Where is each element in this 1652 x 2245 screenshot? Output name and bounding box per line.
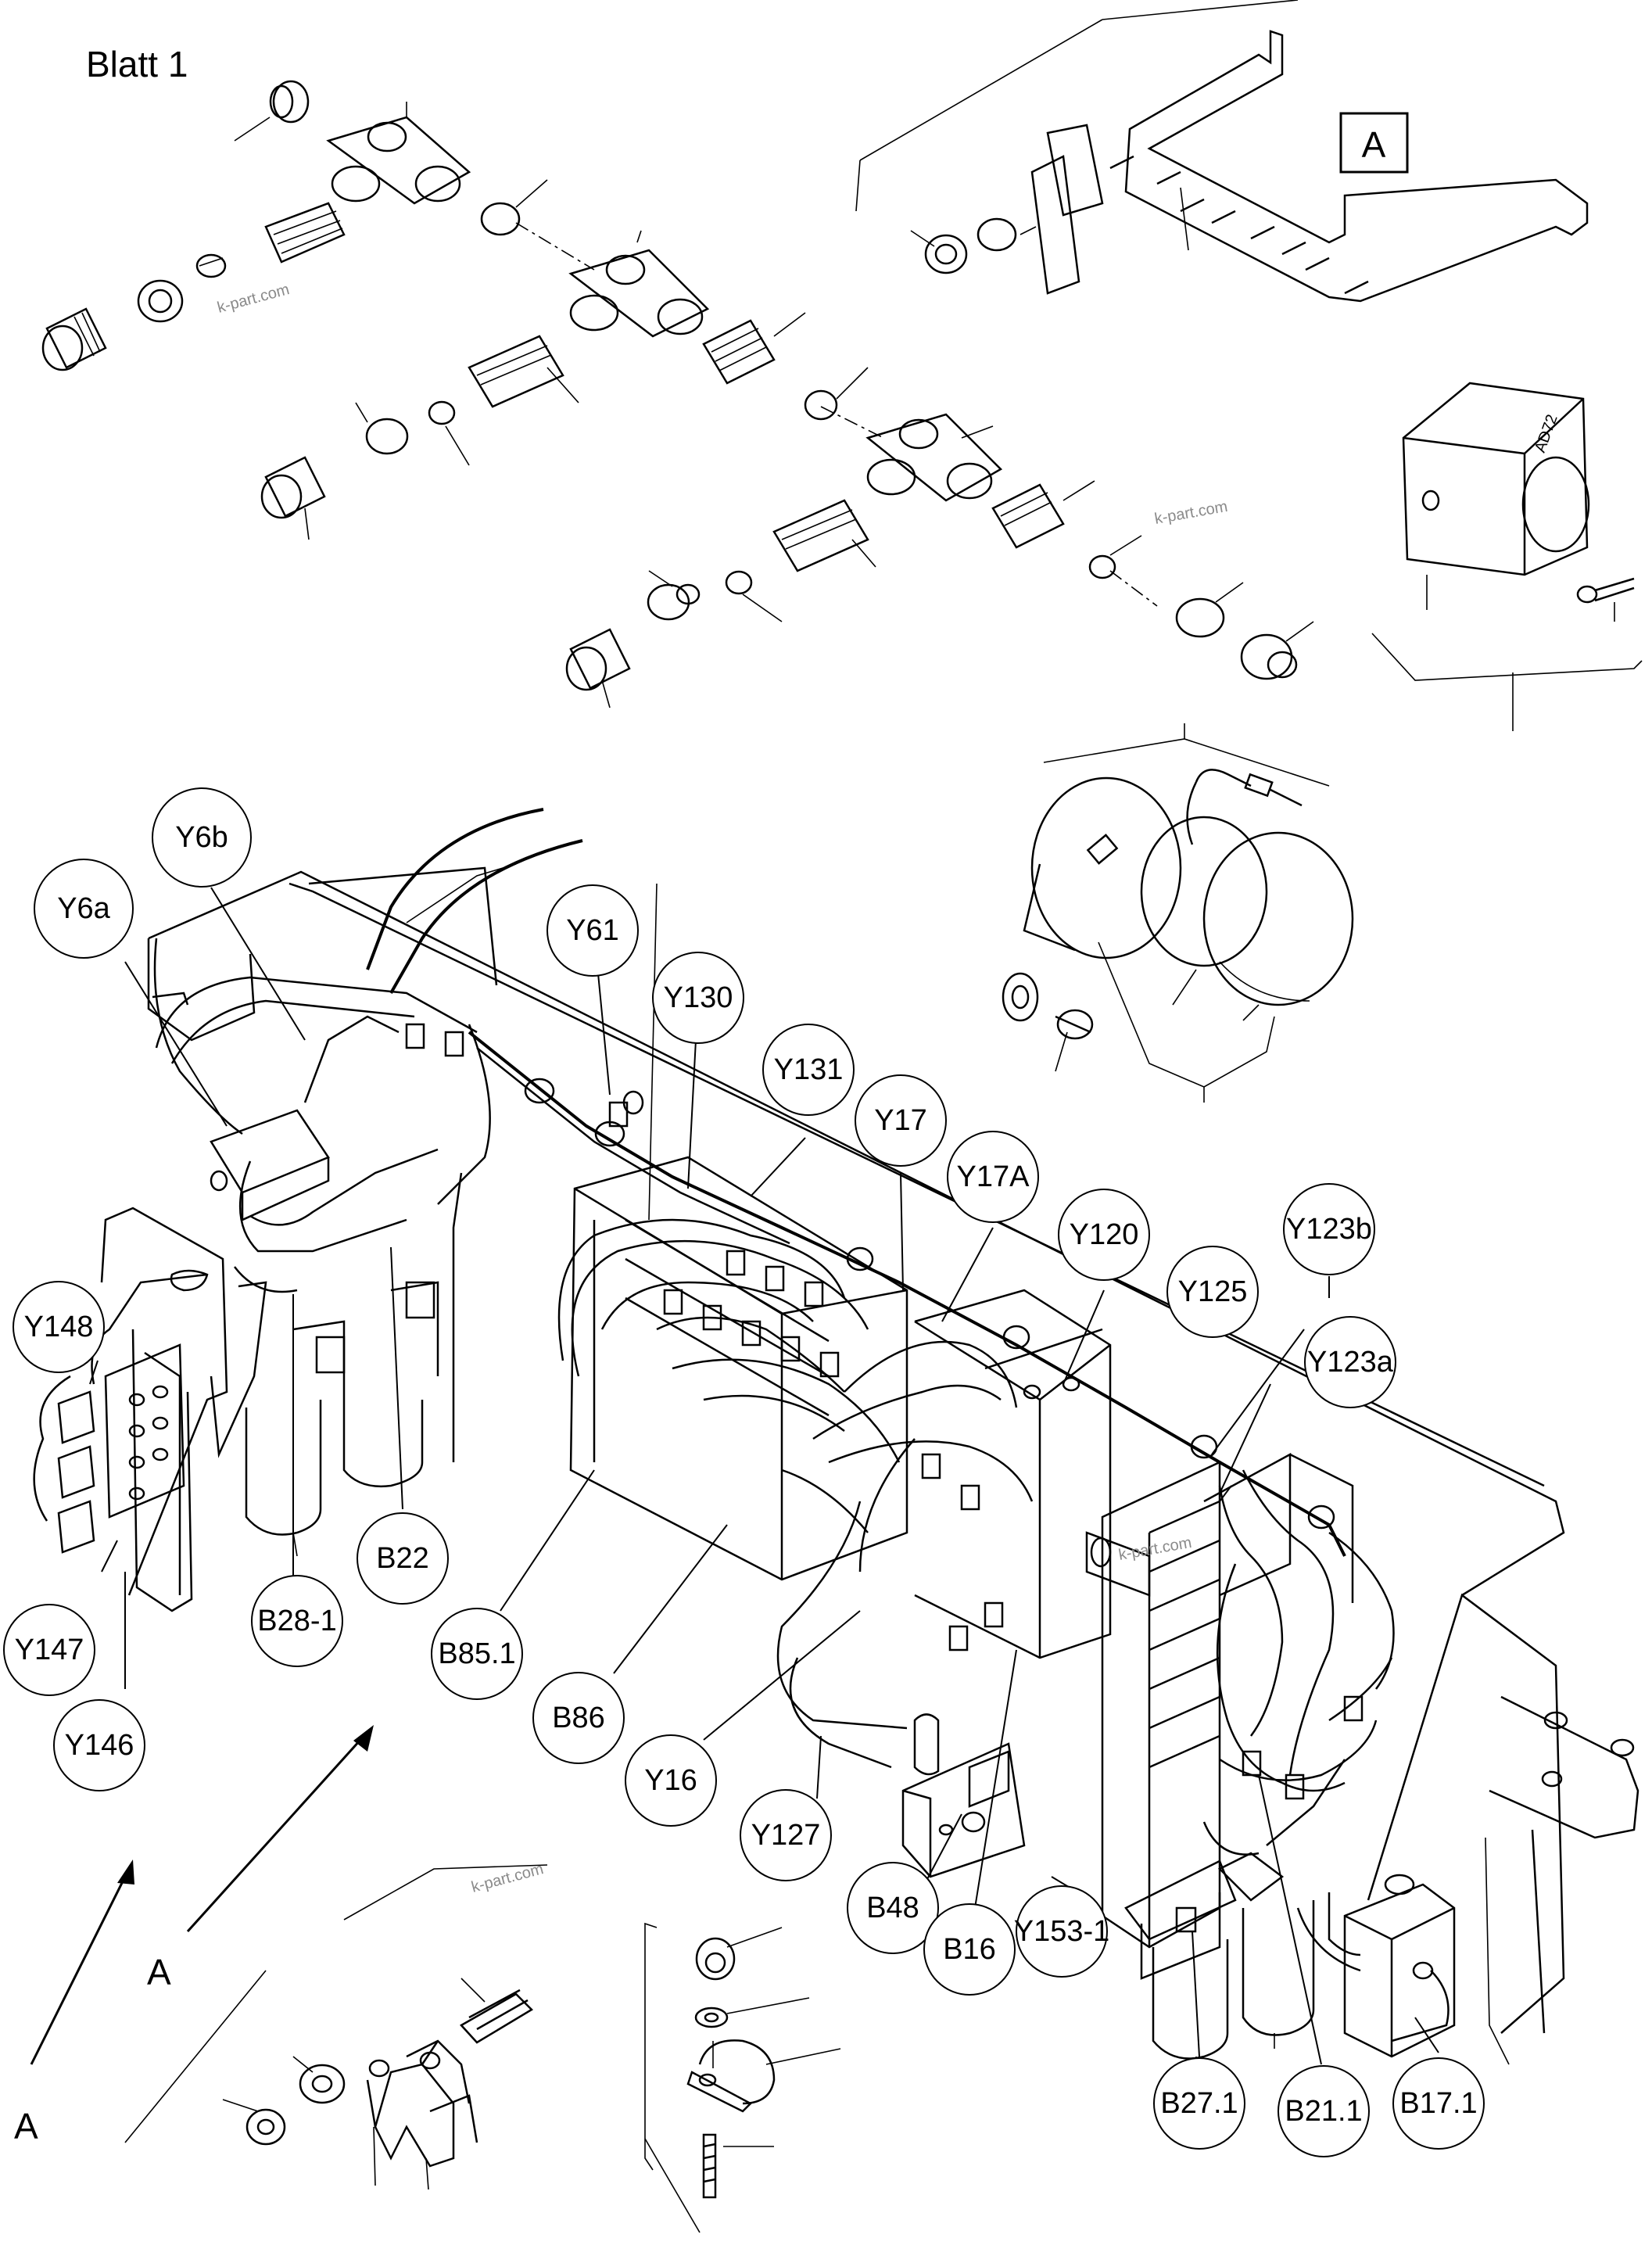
view-a-label: A [1362,124,1386,165]
svg-text:B21.1: B21.1 [1285,2095,1362,2128]
callout-y127[interactable]: Y127 [740,1789,832,1881]
svg-text:Y17: Y17 [874,1104,927,1137]
view-arrow-a-label-2: A [147,1952,171,1992]
view-arrow-a-label-1: A [14,2106,38,2146]
callout-y125[interactable]: Y125 [1166,1246,1259,1338]
callout-y120[interactable]: Y120 [1058,1189,1150,1281]
clip-detail [644,1922,841,2233]
callout-b86[interactable]: B86 [532,1672,625,1764]
svg-text:Y125: Y125 [1178,1275,1248,1308]
callout-y6a[interactable]: Y6a [34,859,134,959]
callout-y153-1[interactable]: Y153-1 [1014,1885,1110,1978]
svg-text:Y123b: Y123b [1286,1213,1372,1246]
callout-y17[interactable]: Y17 [855,1074,947,1167]
svg-text:Y127: Y127 [751,1819,821,1852]
svg-text:B27.1: B27.1 [1160,2087,1238,2120]
fittings-exploded-view [41,80,1314,708]
callout-b27-1[interactable]: B27.1 [1153,2057,1245,2150]
svg-text:Y147: Y147 [15,1634,84,1666]
round-gauge-view [1002,723,1354,1103]
callout-b21-1[interactable]: B21.1 [1278,2065,1370,2157]
callout-y123b[interactable]: Y123b [1283,1183,1375,1275]
svg-text:B86: B86 [552,1702,605,1734]
callout-b48[interactable]: B48 [847,1862,939,1954]
svg-text:B48: B48 [866,1892,919,1924]
svg-text:Y16: Y16 [644,1764,697,1797]
sheet-title: Blatt 1 [86,44,188,84]
leader-lines [89,887,1439,2065]
svg-text:Y153-1: Y153-1 [1014,1915,1110,1948]
callout-b28-1[interactable]: B28-1 [251,1575,343,1667]
callout-b85-1[interactable]: B85.1 [431,1608,523,1700]
callout-y147[interactable]: Y147 [3,1604,95,1696]
main-assembly [33,808,1639,2072]
callout-y16[interactable]: Y16 [625,1734,717,1827]
svg-text:B22: B22 [376,1542,429,1575]
callout-y131[interactable]: Y131 [762,1024,855,1116]
svg-text:Y146: Y146 [65,1729,134,1762]
svg-text:B85.1: B85.1 [438,1637,515,1670]
bracket-view-a [855,0,1589,303]
svg-text:B17.1: B17.1 [1399,2087,1477,2120]
callout-y130[interactable]: Y130 [652,952,744,1044]
view-a-box [1339,112,1409,174]
callout-y123a[interactable]: Y123a [1304,1316,1396,1408]
svg-text:Y17A: Y17A [957,1160,1030,1193]
svg-text:Y123a: Y123a [1307,1346,1394,1379]
svg-text:Y148: Y148 [24,1311,94,1343]
callout-b16[interactable]: B16 [923,1903,1016,1996]
svg-text:Y130: Y130 [664,981,733,1014]
svg-text:Y120: Y120 [1070,1218,1139,1251]
svg-text:Y61: Y61 [566,914,619,947]
callout-y61[interactable]: Y61 [546,884,639,977]
svg-text:Y131: Y131 [774,1053,844,1086]
callout-y148[interactable]: Y148 [13,1281,105,1373]
svg-text:Y6a: Y6a [57,892,110,925]
callout-y6b[interactable]: Y6b [152,787,252,888]
callout-y146[interactable]: Y146 [53,1699,145,1791]
bracket-detail [124,1864,548,2190]
view-arrows [30,1725,374,2065]
svg-text:Y6b: Y6b [175,821,228,854]
callout-y17a[interactable]: Y17A [947,1131,1039,1223]
callout-b17-1[interactable]: B17.1 [1392,2057,1485,2150]
svg-text:B28-1: B28-1 [257,1605,336,1637]
callout-b22[interactable]: B22 [357,1512,449,1605]
svg-text:B16: B16 [943,1933,996,1966]
